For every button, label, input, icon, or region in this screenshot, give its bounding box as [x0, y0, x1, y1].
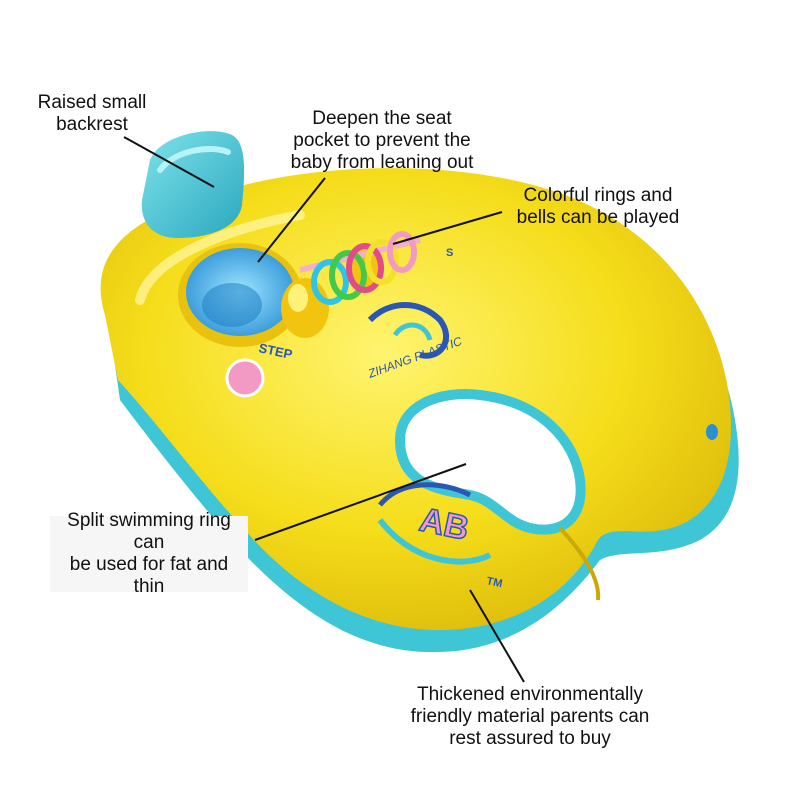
leader-rings	[392, 211, 503, 245]
annotation-material: Thickened environmentally friendly mater…	[380, 684, 680, 750]
annotation-line: rest assured to buy	[449, 728, 611, 749]
leader-lines	[123, 136, 525, 683]
backrest	[141, 131, 245, 238]
annotation-seat-pocket: Deepen the seat pocket to prevent the ba…	[262, 108, 502, 174]
leader-material	[469, 589, 525, 683]
annotation-line: friendly material parents can	[410, 706, 650, 727]
annotation-split-ring: Split swimming ring can be used for fat …	[50, 510, 248, 597]
annotation-line: baby from leaning out	[290, 152, 474, 173]
annotation-line: be used for fat and thin	[69, 554, 229, 597]
annotation-line: Split swimming ring can	[67, 510, 231, 553]
leader-seat	[257, 177, 326, 263]
annotation-line: Raised small	[37, 92, 147, 113]
step-print: STEP	[257, 340, 294, 362]
s-print: S	[446, 247, 453, 259]
seat-pocket	[178, 243, 302, 347]
leader-split	[254, 463, 467, 541]
air-valve	[706, 424, 718, 440]
annotation-line: Deepen the seat	[312, 108, 452, 129]
annotation-backrest: Raised small backrest	[22, 92, 162, 136]
annotation-line: Thickened environmentally	[416, 684, 643, 705]
annotation-line: Colorful rings and	[523, 185, 673, 206]
annotation-rings: Colorful rings and bells can be played	[488, 185, 708, 229]
float-print	[225, 302, 492, 565]
annotation-line: bells can be played	[516, 207, 680, 228]
leader-backrest	[123, 136, 215, 188]
annotation-line: backrest	[56, 114, 128, 135]
tm-print: TM	[485, 575, 503, 590]
annotation-line: pocket to prevent the	[293, 130, 471, 151]
ab-print: AB	[416, 501, 472, 548]
toy-rings	[299, 231, 421, 305]
